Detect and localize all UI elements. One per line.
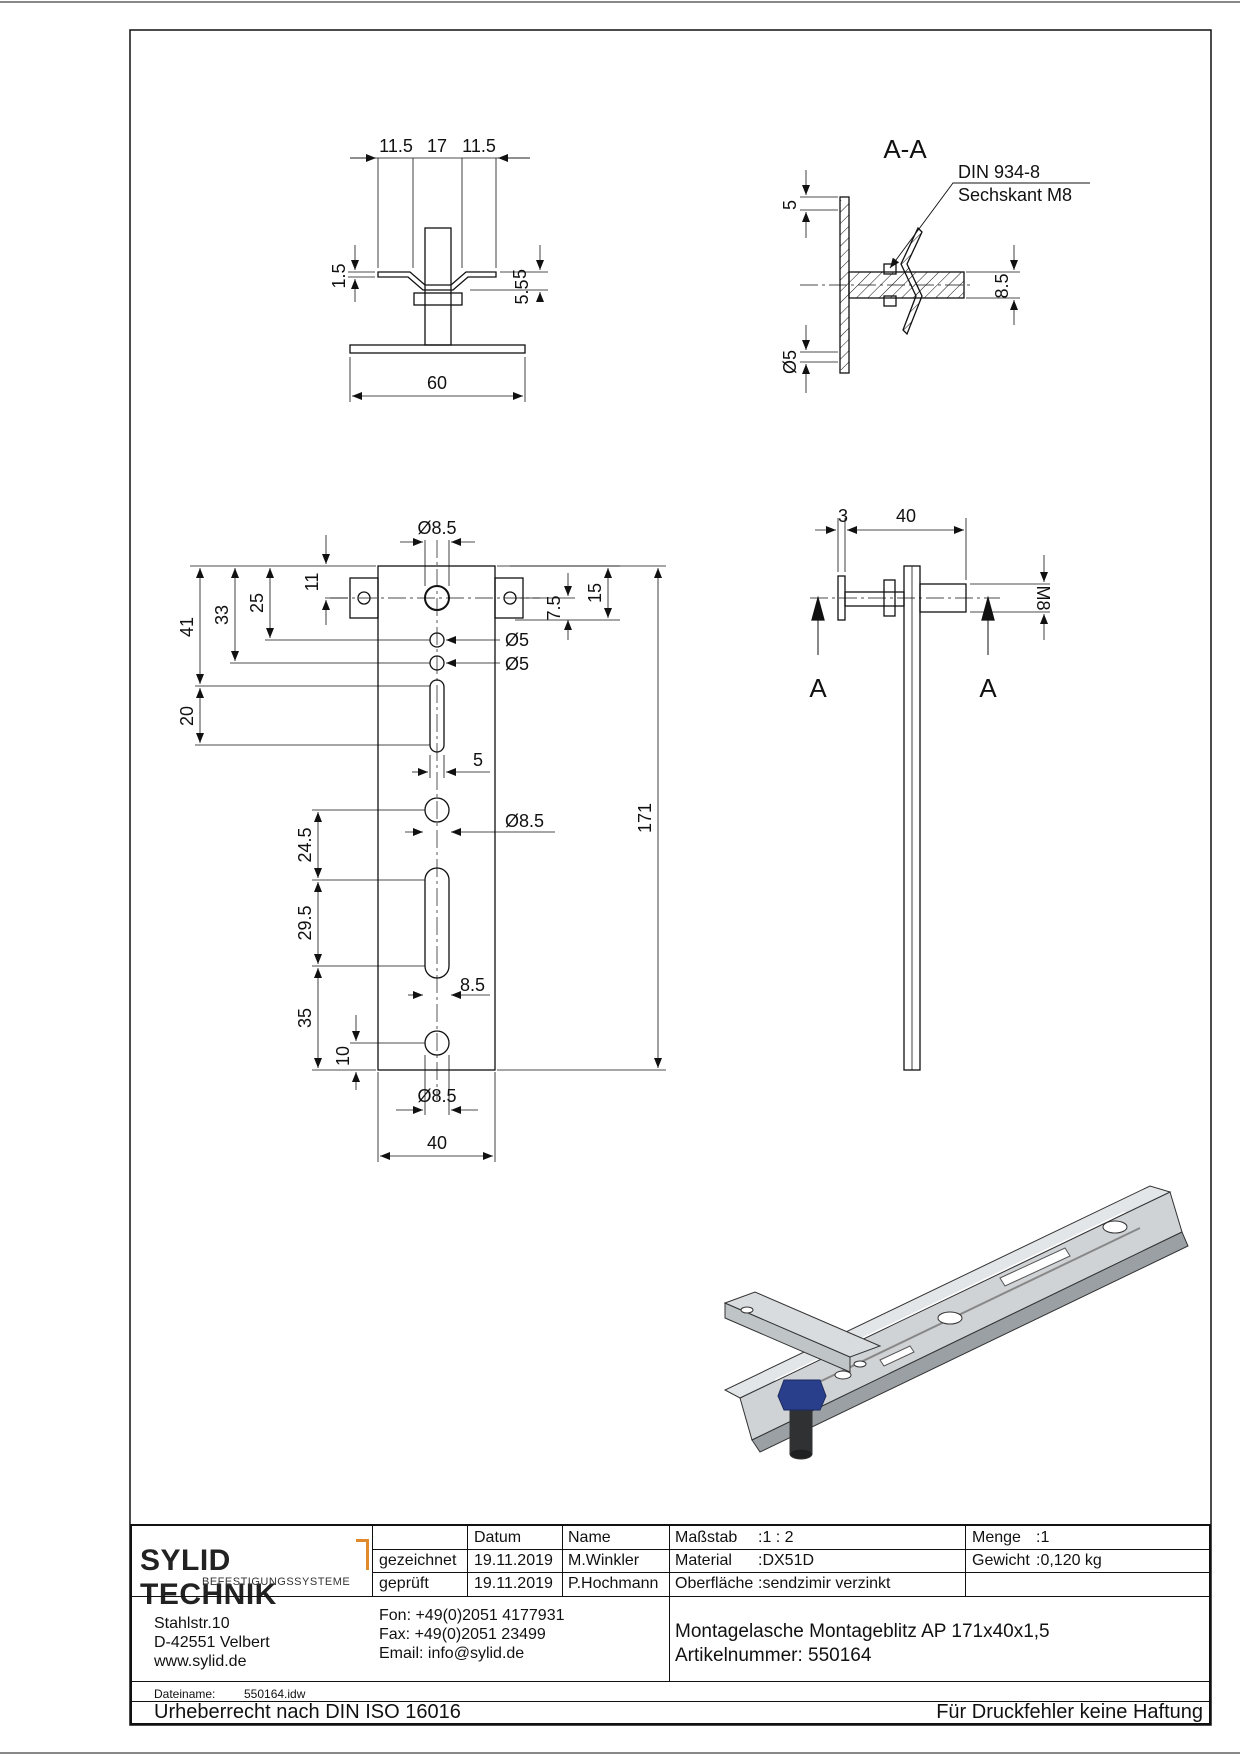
article-number: Artikelnummer: 550164 (675, 1645, 872, 1666)
dim-label: 17 (427, 136, 447, 156)
section-view-labels: A-A DIN 934-8 Sechskant M8 5 8.5 Ø5 (780, 134, 1072, 374)
dim-label: 11 (302, 573, 322, 592)
drawn-date: 19.11.2019 (474, 1552, 553, 1569)
company-website: www.sylid.de (154, 1653, 247, 1670)
logo-tagline: BEFESTIGUNGSSYSTEME (202, 1576, 351, 1588)
dim-label: 5 (780, 200, 800, 210)
dim-label: 1.5 (329, 263, 349, 288)
col-name-header: Name (568, 1529, 611, 1546)
title-block: SYLID TECHNIK BEFESTIGUNGSSYSTEME Datum … (130, 1524, 1211, 1725)
front-view-dims: Ø8.5 11 25 33 41 7.5 15 Ø5 Ø5 20 5 Ø8.5 … (177, 518, 655, 1153)
dim-label: 7.5 (544, 595, 564, 620)
logo-wordmark: SYLID TECHNIK (140, 1544, 277, 1611)
drawn-label: gezeichnet (379, 1552, 457, 1569)
dim-label: 20 (177, 706, 197, 726)
top-view (348, 154, 548, 402)
dim-label: 5 (510, 269, 530, 279)
quantity-value: :1 (1036, 1529, 1050, 1546)
fax: Fax: +49(0)2051 23499 (379, 1626, 546, 1643)
cut-label-left: A (809, 673, 827, 703)
dim-label: 41 (177, 617, 197, 637)
material-value: :DX51D (758, 1552, 815, 1569)
section-title: A-A (883, 134, 927, 164)
product-name: Montagelasche Montageblitz AP 171x40x1,5 (675, 1621, 1050, 1642)
checked-name: P.Hochmann (568, 1575, 659, 1592)
dim-label: Ø8.5 (505, 811, 544, 831)
cut-label-right: A (979, 673, 997, 703)
misprint-disclaimer: Für Druckfehler keine Haftung (936, 1701, 1203, 1723)
side-view (810, 518, 1050, 1071)
address-street: Stahlstr.10 (154, 1615, 230, 1632)
material-label: Material (675, 1552, 732, 1569)
dim-label: 3 (838, 506, 848, 526)
scale-label: Maßstab (675, 1529, 738, 1546)
dim-label: M8 (1033, 585, 1053, 610)
dim-label: 10 (333, 1046, 353, 1066)
quantity-label: Menge (972, 1529, 1021, 1546)
drawn-name: M.Winkler (568, 1552, 640, 1569)
address-city: D-42551 Velbert (154, 1634, 270, 1651)
surface-label: Oberfläche (675, 1575, 754, 1592)
col-datum-header: Datum (474, 1529, 522, 1546)
phone: Fon: +49(0)2051 4177931 (379, 1607, 565, 1624)
dim-label: 5.5 (512, 279, 532, 304)
dim-label: Ø5 (505, 630, 529, 650)
section-view (800, 170, 1090, 393)
dim-label: 24.5 (295, 827, 315, 862)
dim-label: 8.5 (992, 273, 1012, 298)
dim-label: 35 (295, 1008, 315, 1028)
dim-label: Ø5 (505, 654, 529, 674)
dim-label: Ø8.5 (417, 518, 456, 538)
filename-label: Dateiname: (154, 1687, 216, 1701)
nut-type: Sechskant M8 (958, 185, 1072, 205)
dim-label: 40 (896, 506, 916, 526)
top-view-dims: 11.5 17 11.5 1.5 5 5.5 5.5 60 (329, 136, 532, 393)
dim-label: 60 (427, 373, 447, 393)
email: Email: info@sylid.de (379, 1645, 525, 1662)
dim-label: 33 (212, 605, 232, 625)
company-logo: SYLID TECHNIK BEFESTIGUNGSSYSTEME (132, 1526, 372, 1611)
dim-label: Ø5 (780, 350, 800, 374)
filename-value: 550164.idw (244, 1687, 306, 1701)
dim-label: 25 (247, 593, 267, 613)
dim-label: 8.5 (460, 975, 485, 995)
copyright-notice: Urheberrecht nach DIN ISO 16016 (154, 1701, 461, 1723)
dim-label: 40 (427, 1133, 447, 1153)
dim-label: 29.5 (295, 905, 315, 940)
weight-label: Gewicht (972, 1552, 1030, 1569)
front-view (190, 535, 666, 1162)
checked-label: geprüft (379, 1575, 429, 1592)
drawing-frame (129, 29, 1212, 1726)
isometric-view (723, 1185, 1189, 1460)
dim-label: 171 (635, 803, 655, 833)
surface-value: :sendzimir verzinkt (758, 1575, 891, 1592)
dim-label: 11.5 (379, 136, 413, 156)
dim-label: Ø8.5 (417, 1086, 456, 1106)
checked-date: 19.11.2019 (474, 1575, 553, 1592)
logo-accent (356, 1539, 369, 1570)
weight-value: :0,120 kg (1036, 1552, 1102, 1569)
scale-value: :1 : 2 (758, 1529, 794, 1546)
side-view-labels: 3 40 M8 A A (809, 506, 1053, 703)
nut-spec: DIN 934-8 (958, 162, 1040, 182)
dim-label: 11.5 (462, 136, 496, 156)
dim-label: 5 (473, 750, 483, 770)
dim-label: 15 (585, 583, 605, 603)
